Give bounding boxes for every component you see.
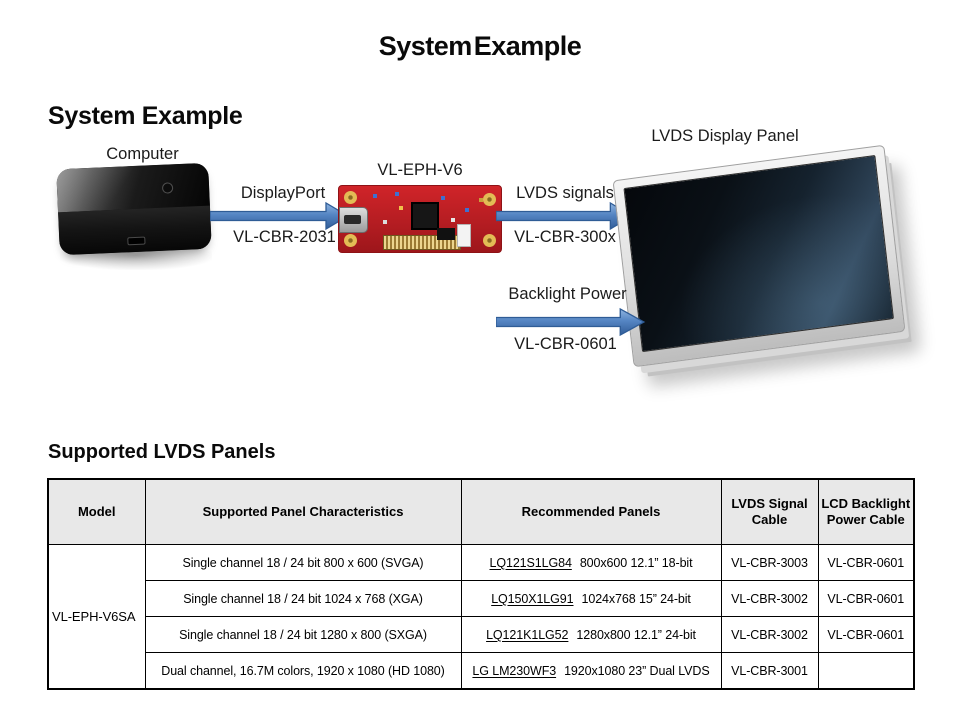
panel-sheen: [624, 156, 893, 351]
panel-desc: 800x600 12.1” 18-bit: [579, 555, 693, 570]
col-header-power-cable: LCD Backlight Power Cable: [817, 478, 915, 545]
backlight-power-arrow: [496, 307, 646, 337]
signal-cable-cell: VL-CBR-3002: [720, 616, 819, 653]
table-row: Single channel 18 / 24 bit 1024 x 768 (X…: [48, 580, 915, 617]
characteristics-cell: Dual channel, 16.7M colors, 1920 x 1080 …: [144, 652, 462, 690]
panel-part-link[interactable]: LQ150X1LG91: [491, 591, 574, 606]
col-header-recommended: Recommended Panels: [460, 478, 722, 545]
computer-lid-sheen: [56, 165, 142, 213]
panel-desc: 1280x800 12.1” 24-bit: [576, 627, 696, 642]
lvds-signals-arrow: [496, 201, 634, 231]
pcb-mount-pad: [344, 234, 357, 247]
col-header-characteristics: Supported Panel Characteristics: [144, 478, 462, 545]
characteristics-cell: Single channel 18 / 24 bit 1280 x 800 (S…: [144, 616, 462, 653]
table-row: Dual channel, 16.7M colors, 1920 x 1080 …: [48, 652, 915, 690]
power-cable-cell: VL-CBR-0601: [817, 580, 915, 617]
backlight-power-label: Backlight Power: [508, 285, 627, 303]
lvds-panels-table: Model Supported Panel Characteristics Re…: [47, 478, 915, 690]
displayport-label: DisplayPort: [240, 184, 326, 202]
signal-cable-cell: VL-CBR-3002: [720, 580, 819, 617]
pcb-mount-pad: [483, 193, 496, 206]
board-label: VL-EPH-V6: [377, 161, 463, 179]
table-heading: Supported LVDS Panels: [48, 441, 276, 463]
panel-bezel: [612, 144, 906, 368]
lvds-signals-label: LVDS signals: [516, 184, 614, 202]
table-header-row: Model Supported Panel Characteristics Re…: [47, 478, 915, 545]
computer-body: [56, 162, 212, 256]
pcb-mount-pad: [344, 191, 357, 204]
col-header-model: Model: [47, 478, 146, 545]
panel-screen: [623, 154, 894, 353]
usb-port-icon: [127, 236, 146, 246]
signal-cable-cell: VL-CBR-3003: [720, 544, 819, 581]
pcb-chip: [411, 202, 439, 230]
section-heading: System Example: [48, 102, 243, 130]
panel-desc: 1920x1080 23” Dual LVDS: [564, 663, 710, 678]
signal-cable-cell: VL-CBR-3001: [720, 652, 819, 690]
pcb-board: [338, 185, 502, 253]
page-title: System Example: [378, 31, 582, 61]
pcb-components: [339, 186, 343, 190]
power-connector: [437, 228, 455, 240]
displayport-connector: [339, 207, 368, 233]
panel-part-link[interactable]: LQ121S1LG84: [489, 555, 572, 570]
panel-part-link[interactable]: LQ121K1LG52: [486, 627, 569, 642]
backlight-connector: [457, 224, 471, 247]
recommended-cell: LQ150X1LG91 1024x768 15” 24-bit: [460, 580, 722, 617]
model-cell: VL-EPH-V6SA: [47, 544, 146, 690]
power-button-icon: [161, 182, 173, 194]
connector-slot: [344, 215, 361, 224]
displayport-arrow: [210, 201, 350, 231]
recommended-cell: LQ121S1LG84 800x600 12.1” 18-bit: [460, 544, 722, 581]
pcb-mount-pad: [483, 234, 496, 247]
computer-front: [58, 205, 212, 256]
lcd-panel-image: [612, 144, 916, 371]
board-image: [338, 185, 502, 253]
power-cable-cell: VL-CBR-0601: [817, 616, 915, 653]
recommended-cell: LQ121K1LG52 1280x800 12.1” 24-bit: [460, 616, 722, 653]
panel-part-link[interactable]: LG LM230WF3: [472, 663, 557, 678]
computer-label: Computer: [106, 145, 179, 163]
displayport-cable-label: VL-CBR-2031: [233, 228, 336, 246]
backlight-cable-label: VL-CBR-0601: [514, 335, 617, 353]
table-row: Single channel 18 / 24 bit 1280 x 800 (S…: [48, 616, 915, 653]
characteristics-cell: Single channel 18 / 24 bit 1024 x 768 (X…: [144, 580, 462, 617]
panel-desc: 1024x768 15” 24-bit: [581, 591, 691, 606]
power-cable-cell: VL-CBR-0601: [817, 544, 915, 581]
computer-lid: [56, 162, 210, 213]
panel-label: LVDS Display Panel: [651, 127, 799, 145]
power-cable-cell: [817, 652, 915, 690]
lvds-cable-label: VL-CBR-300x: [514, 228, 616, 246]
table-row: VL-EPH-V6SA Single channel 18 / 24 bit 8…: [47, 544, 915, 690]
characteristics-cell: Single channel 18 / 24 bit 800 x 600 (SV…: [144, 544, 462, 581]
computer-image: [56, 162, 216, 270]
recommended-cell: LG LM230WF3 1920x1080 23” Dual LVDS: [460, 652, 722, 690]
col-header-signal-cable: LVDS Signal Cable: [720, 478, 819, 545]
